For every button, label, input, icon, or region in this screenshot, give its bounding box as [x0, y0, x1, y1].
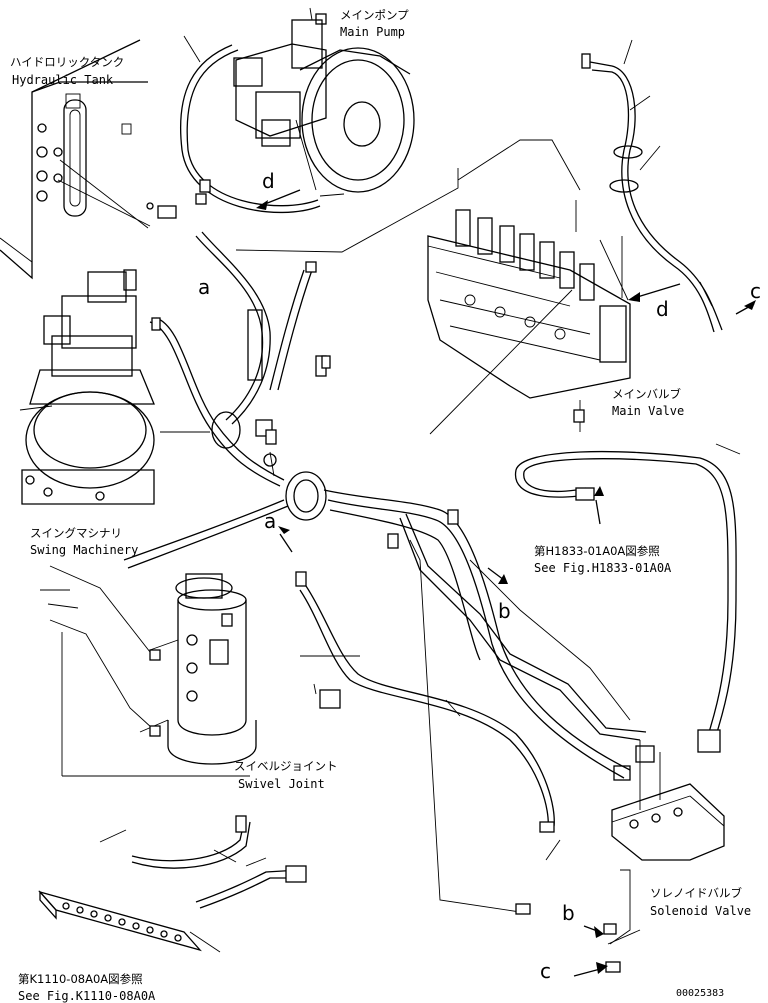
solenoid-valve	[607, 740, 725, 945]
hydraulic-tank	[0, 39, 177, 280]
connection-letter-c1: c	[750, 279, 761, 303]
tank-label-jp: ハイドロリックタンク	[10, 55, 124, 69]
connection-letter-a2: a	[264, 509, 276, 533]
main-valve-label-en: Main Valve	[612, 404, 684, 418]
ref1-label-jp: 第H1833-01A0A図参照	[534, 544, 660, 558]
connection-letter-c2: c	[540, 959, 551, 983]
pilot-hose-c	[581, 39, 723, 333]
main-pump-label-en: Main Pump	[340, 25, 405, 39]
swivel-label-en: Swivel Joint	[238, 777, 325, 791]
lower-hose	[299, 585, 555, 829]
left-leaders	[40, 565, 250, 777]
solenoid-label-jp: ソレノイドバルブ	[650, 886, 742, 900]
connection-letter-d2: d	[656, 297, 669, 321]
pilot-tubes	[399, 513, 647, 913]
main-pump	[233, 7, 415, 197]
swing-label-jp: スイングマシナリ	[30, 526, 122, 540]
right-hose	[515, 443, 741, 753]
main-valve-lines	[235, 139, 629, 301]
connection-letter-a1: a	[198, 275, 210, 299]
main-pump-label-jp: メインポンプ	[340, 8, 409, 22]
center-tubing	[123, 231, 631, 779]
tank-label-en: Hydraulic Tank	[12, 73, 114, 87]
ref2-label-en: See Fig.K1110-08A0A	[18, 989, 156, 1003]
connection-letter-d1: d	[262, 169, 275, 193]
swing-label-en: Swing Machinery	[30, 543, 138, 557]
solenoid-label-en: Solenoid Valve	[650, 904, 751, 918]
swing-machinery	[19, 269, 210, 505]
flow-arrows	[256, 189, 756, 977]
fittings	[149, 193, 621, 973]
connection-letter-b2: b	[562, 901, 575, 925]
pump-hose	[180, 35, 321, 214]
drawing-number: 00025383	[676, 988, 724, 999]
connection-letter-b1: b	[498, 599, 511, 623]
manifold-ports	[62, 902, 182, 942]
main-valve-label-jp: メインバルブ	[612, 387, 681, 401]
swivel-label-jp: スイベルジョイント	[234, 759, 338, 773]
lower-manifold	[38, 815, 307, 953]
ref1-label-en: See Fig.H1833-01A0A	[534, 561, 672, 575]
main-valve	[427, 209, 631, 435]
ref2-label-jp: 第K1110-08A0A図参照	[18, 972, 143, 986]
